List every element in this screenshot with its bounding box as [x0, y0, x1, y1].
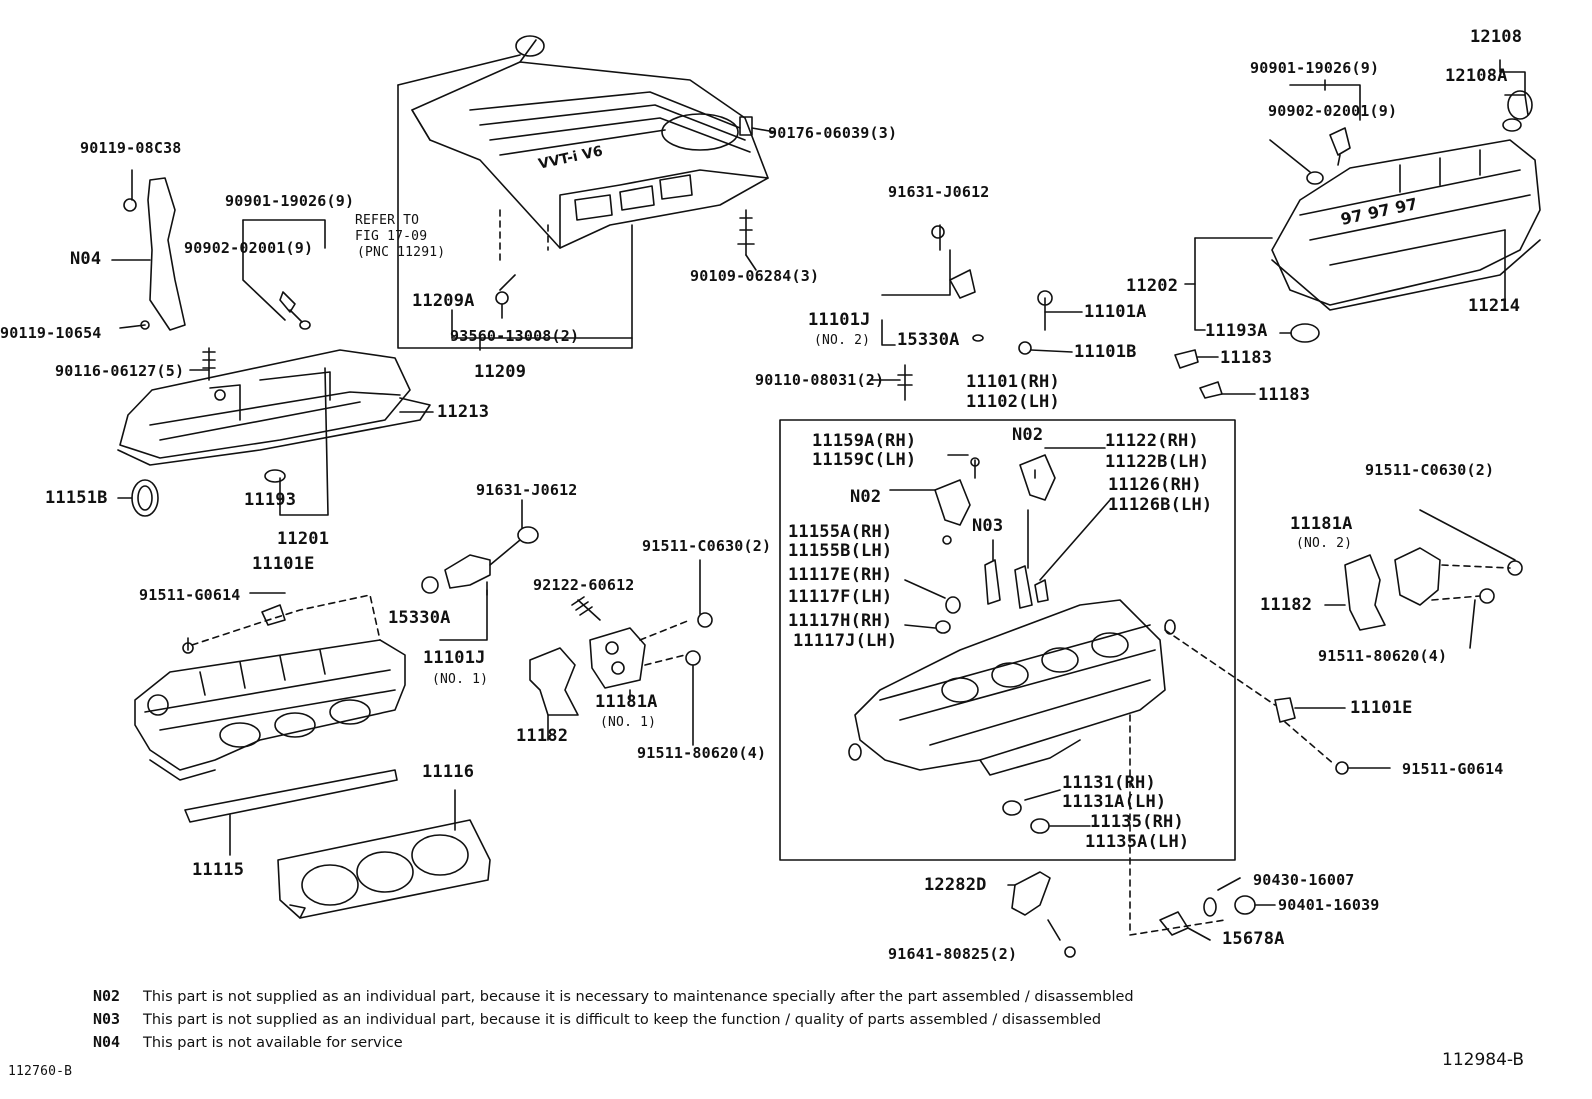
label-N02-top: N02	[1012, 425, 1044, 445]
label-11201: 11201	[277, 529, 330, 549]
figure-id-left: 112760-B	[8, 1064, 73, 1079]
figure-id-right: 112984-B	[1442, 1050, 1525, 1070]
label-91511-G0614-left: 91511-G0614	[139, 586, 241, 604]
label-91631-left: 91631-J0612	[476, 481, 578, 499]
label-11202: 11202	[1126, 276, 1179, 296]
label-fig-17-09: FIG 17-09	[355, 229, 428, 244]
note-N04: N04 This part is not available for servic…	[93, 1034, 403, 1052]
label-15330A-right: 15330A	[897, 330, 960, 350]
label-11131RH: 11131(RH)	[1062, 773, 1156, 793]
note-N02: N02 This part is not supplied as an indiv…	[93, 988, 1134, 1006]
label-90401: 90401-16039	[1278, 896, 1380, 914]
label-N04: N04	[70, 249, 102, 269]
label-93560: 93560-13008(2)	[450, 327, 580, 345]
label-92122: 92122-60612	[533, 576, 635, 594]
label-11213: 11213	[437, 402, 490, 422]
label-11151B: 11151B	[45, 488, 108, 508]
note-code: N03	[93, 1010, 121, 1028]
right-cylinder-head	[855, 600, 1165, 775]
label-11193A: 11193A	[1205, 321, 1268, 341]
label-no2: (NO. 2)	[814, 333, 871, 348]
label-91511-C0630-mid: 91511-C0630(2)	[642, 537, 772, 555]
note-text: This part is not available for service	[143, 1035, 403, 1051]
label-12282D: 12282D	[924, 875, 987, 895]
label-11101E-left: 11101E	[252, 554, 315, 574]
label-11122RH: 11122(RH)	[1105, 431, 1199, 451]
label-91641: 91641-80825(2)	[888, 945, 1018, 963]
label-refer-to: REFER TO	[355, 213, 420, 228]
label-11183-a: 11183	[1220, 348, 1273, 368]
label-90110: 90110-08031(2)	[755, 371, 885, 389]
label-91511-C0630-right: 91511-C0630(2)	[1365, 461, 1495, 479]
note-code: N02	[93, 987, 121, 1005]
label-90119-08C38: 90119-08C38	[80, 139, 182, 157]
label-15678A: 15678A	[1222, 929, 1285, 949]
label-90901-19026-left: 90901-19026(9)	[225, 192, 355, 210]
label-90116: 90116-06127(5)	[55, 362, 185, 380]
label-11209A: 11209A	[412, 291, 475, 311]
label-12108A: 12108A	[1445, 66, 1508, 86]
label-11183-b: 11183	[1258, 385, 1311, 405]
label-11182-mid: 11182	[516, 726, 569, 746]
label-11126B: 11126B(LH)	[1108, 495, 1213, 515]
label-90901-19026-right: 90901-19026(9)	[1250, 59, 1380, 77]
label-N03: N03	[972, 516, 1004, 536]
label-11181A-no2: 11181A	[1290, 514, 1353, 534]
label-11155A: 11155A(RH)	[788, 522, 893, 542]
note-text: This part is not supplied as an individu…	[143, 989, 1134, 1005]
label-11122B: 11122B(LH)	[1105, 452, 1210, 472]
left-valve-cover	[118, 350, 430, 515]
label-11209: 11209	[474, 362, 527, 382]
label-90902-02001-left: 90902-02001(9)	[184, 239, 314, 257]
label-11101J-no1: 11101J	[423, 648, 486, 668]
label-90176: 90176-06039(3)	[768, 124, 898, 142]
label-11159A: 11159A(RH)	[812, 431, 917, 451]
label-11101E-right: 11101E	[1350, 698, 1413, 718]
label-no2-b: (NO. 2)	[1296, 536, 1353, 551]
label-91631-right: 91631-J0612	[888, 183, 990, 201]
label-no1: (NO. 1)	[432, 672, 489, 687]
label-11214: 11214	[1468, 296, 1521, 316]
label-11102LH: 11102(LH)	[966, 392, 1060, 412]
label-11115: 11115	[192, 860, 245, 880]
label-11159C: 11159C(LH)	[812, 450, 917, 470]
label-15330A-left: 15330A	[388, 608, 451, 628]
label-90119-10654: 90119-10654	[0, 324, 102, 342]
label-11135A: 11135A(LH)	[1085, 832, 1190, 852]
label-11155B: 11155B(LH)	[788, 541, 893, 561]
label-11181A-no1: 11181A	[595, 692, 658, 712]
label-11101B: 11101B	[1074, 342, 1137, 362]
label-11117E: 11117E(RH)	[788, 565, 893, 585]
label-91511-G0614-right: 91511-G0614	[1402, 760, 1504, 778]
label-11135RH: 11135(RH)	[1090, 812, 1184, 832]
engine-cover	[412, 36, 768, 248]
note-text: This part is not supplied as an individu…	[143, 1012, 1102, 1028]
note-N03: N03 This part is not supplied as an indiv…	[93, 1011, 1101, 1029]
label-11101A: 11101A	[1084, 302, 1147, 322]
label-11101RH: 11101(RH)	[966, 372, 1060, 392]
label-no1-b: (NO. 1)	[600, 715, 657, 730]
label-N02-mid: N02	[850, 487, 882, 507]
label-11116: 11116	[422, 762, 475, 782]
left-cylinder-head	[135, 640, 405, 780]
label-pnc-11291: (PNC 11291)	[357, 245, 446, 260]
label-11117F: 11117F(LH)	[788, 587, 893, 607]
label-11126RH: 11126(RH)	[1108, 475, 1202, 495]
label-91511-80620-mid: 91511-80620(4)	[637, 744, 767, 762]
label-90902-02001-right: 90902-02001(9)	[1268, 102, 1398, 120]
label-12108: 12108	[1470, 27, 1523, 47]
label-11193: 11193	[244, 490, 297, 510]
label-11131A: 11131A(LH)	[1062, 792, 1167, 812]
label-11101J-no2: 11101J	[808, 310, 871, 330]
label-91511-80620-right: 91511-80620(4)	[1318, 647, 1448, 665]
right-valve-cover	[1272, 91, 1540, 310]
label-11117J: 11117J(LH)	[793, 631, 898, 651]
label-11117H: 11117H(RH)	[788, 611, 893, 631]
label-90430: 90430-16007	[1253, 871, 1355, 889]
note-code: N04	[93, 1033, 121, 1051]
label-11182-right: 11182	[1260, 595, 1313, 615]
label-90109: 90109-06284(3)	[690, 267, 820, 285]
